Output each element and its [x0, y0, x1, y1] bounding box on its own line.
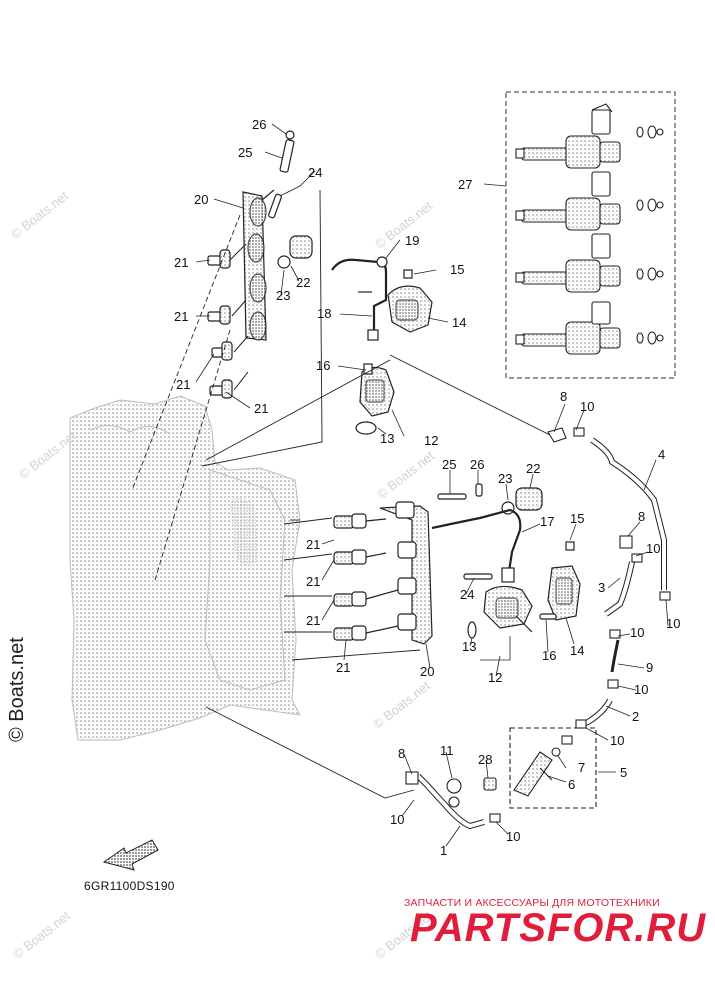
callout-11: 11 — [440, 743, 454, 758]
callout-10: 10 — [666, 616, 680, 631]
callout-17: 17 — [540, 514, 554, 529]
alignment-lines — [131, 189, 561, 799]
callout-8: 8 — [638, 509, 645, 524]
callout-13: 13 — [380, 431, 394, 446]
callout-18: 18 — [317, 306, 331, 321]
callout-10: 10 — [634, 682, 648, 697]
callout-23: 23 — [276, 288, 290, 303]
callout-8: 8 — [398, 746, 405, 761]
callout-15: 15 — [570, 511, 584, 526]
callout-14: 14 — [570, 643, 584, 658]
callout-16: 16 — [542, 648, 556, 663]
callout-21: 21 — [306, 574, 320, 589]
upper-pressure-assembly — [331, 256, 433, 435]
callout-labels: 26 25 24 20 21 22 23 19 15 18 14 21 21 2… — [174, 117, 680, 858]
side-watermark: © Boats.net — [6, 637, 28, 742]
callout-24: 24 — [460, 587, 474, 602]
callout-28: 28 — [478, 752, 492, 767]
callout-16: 16 — [316, 358, 330, 373]
callout-22: 22 — [296, 275, 310, 290]
drawing-code: 6GR1100DS190 — [84, 879, 175, 893]
callout-21: 21 — [254, 401, 268, 416]
callout-leaders — [195, 123, 669, 847]
callout-10: 10 — [506, 829, 520, 844]
callout-14: 14 — [452, 315, 466, 330]
callout-10: 10 — [630, 625, 644, 640]
callout-6: 6 — [568, 777, 575, 792]
callout-21: 21 — [306, 613, 320, 628]
callout-3: 3 — [598, 580, 605, 595]
callout-19: 19 — [405, 233, 419, 248]
callout-27: 27 — [458, 177, 472, 192]
callout-7: 7 — [578, 760, 585, 775]
callout-4: 4 — [658, 447, 665, 462]
callout-24: 24 — [308, 165, 322, 180]
lower-fuel-rail-assembly — [333, 483, 581, 645]
callout-21: 21 — [306, 537, 320, 552]
callout-20: 20 — [420, 664, 434, 679]
callout-10: 10 — [580, 399, 594, 414]
callout-8: 8 — [560, 389, 567, 404]
callout-15: 15 — [450, 262, 464, 277]
group-27-box — [505, 91, 676, 379]
brand-tagline: ЗАПЧАСТИ И АКСЕССУАРЫ ДЛЯ МОТОТЕХНИКИ — [404, 897, 660, 909]
callout-21: 21 — [174, 309, 188, 324]
callout-12: 12 — [424, 433, 438, 448]
callout-13: 13 — [462, 639, 476, 654]
callout-10: 10 — [646, 541, 660, 556]
callout-21: 21 — [336, 660, 350, 675]
callout-23: 23 — [498, 471, 512, 486]
callout-20: 20 — [194, 192, 208, 207]
callout-21: 21 — [174, 255, 188, 270]
callout-12: 12 — [488, 670, 502, 685]
callout-5: 5 — [620, 765, 627, 780]
callout-22: 22 — [526, 461, 540, 476]
callout-10: 10 — [610, 733, 624, 748]
upper-fuel-rail-group — [207, 130, 313, 399]
callout-26: 26 — [470, 457, 484, 472]
front-direction-arrow-icon — [102, 839, 159, 871]
callout-25: 25 — [238, 145, 252, 160]
callout-10: 10 — [390, 812, 404, 827]
callout-26: 26 — [252, 117, 266, 132]
engine-block — [69, 395, 301, 741]
callout-1: 1 — [440, 843, 447, 858]
callout-21: 21 — [176, 377, 190, 392]
fuel-hoses — [405, 427, 671, 830]
callout-9: 9 — [646, 660, 653, 675]
injector-set-27 — [515, 103, 664, 355]
callout-25: 25 — [442, 457, 456, 472]
callout-2: 2 — [632, 709, 639, 724]
brand-logo: PARTSFOR.RU — [410, 906, 707, 950]
